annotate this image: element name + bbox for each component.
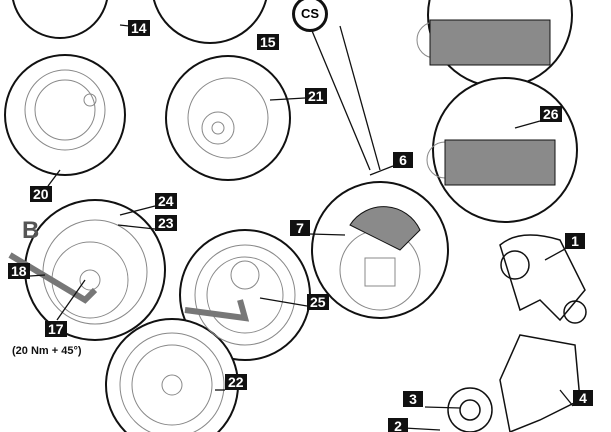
camshaft-top	[429, 19, 551, 66]
callout-26: 26	[540, 106, 562, 122]
engine-covers	[447, 234, 587, 432]
callout-17: 17	[45, 321, 67, 337]
callout-6: 6	[393, 152, 413, 168]
callout-24: 24	[155, 193, 177, 209]
torque-spec: (20 Nm + 45°)	[12, 345, 82, 357]
callout-25: 25	[307, 294, 329, 310]
detail-circle-top-center	[152, 0, 268, 44]
crank-gear-segment	[349, 206, 421, 251]
callout-2: 2	[388, 418, 408, 432]
callout-20: 20	[30, 186, 52, 202]
detail-circle-tensioner	[165, 55, 291, 181]
allen-key-b	[8, 252, 98, 304]
callout-22: 22	[225, 374, 247, 390]
callout-23: 23	[155, 215, 177, 231]
detail-circle-b	[24, 199, 166, 341]
callout-18: 18	[8, 263, 30, 279]
callout-21: 21	[305, 88, 327, 104]
callout-7: 7	[290, 220, 310, 236]
callout-14: 14	[128, 20, 150, 36]
callout-3: 3	[403, 391, 423, 407]
callout-4: 4	[573, 390, 593, 406]
callout-15: 15	[257, 34, 279, 50]
camshaft-lower	[444, 139, 556, 186]
detail-circle-crank-mark	[4, 54, 126, 176]
callout-cs: CS	[292, 0, 328, 32]
allen-key-wrench	[184, 299, 250, 322]
callout-1: 1	[565, 233, 585, 249]
detail-circle-crank-gear	[311, 181, 449, 319]
detail-circle-top-left	[12, 0, 108, 39]
view-label-b: B	[22, 217, 40, 244]
